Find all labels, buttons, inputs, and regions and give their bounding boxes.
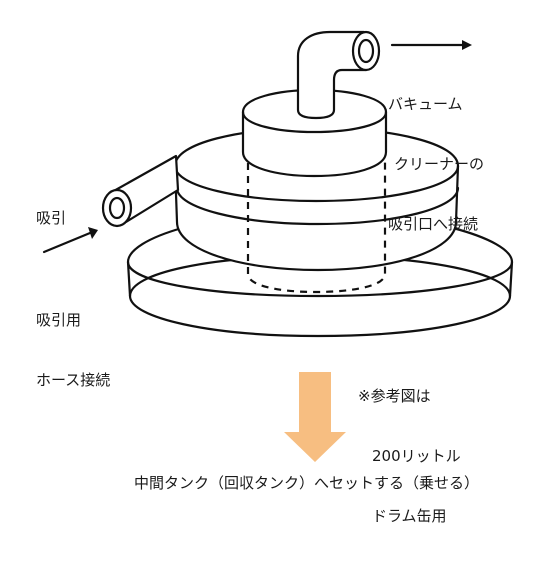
top-cylinder-rim <box>241 110 388 134</box>
reference-note-line-1: ※参考図は <box>358 387 431 405</box>
vacuum-pipe-inner <box>357 38 375 64</box>
suction-label: 吸引 <box>36 209 67 227</box>
reference-note-line-2: 200リットル <box>372 447 461 465</box>
vacuum-label-line-1: バキューム <box>388 95 463 113</box>
inner-tube-hidden <box>246 150 387 294</box>
hose-label-line-2: ホース接続 <box>36 371 111 389</box>
vacuum-label-line-3: 吸引口へ接続 <box>388 215 479 233</box>
lid-top-rim <box>173 164 460 203</box>
bottom-caption: 中間タンク（回収タンク）へセットする（乗せる） <box>134 474 480 492</box>
lid-band <box>175 186 460 226</box>
hose-label-line-1: 吸引用 <box>36 311 82 329</box>
vacuum-pipe-opening <box>351 30 381 72</box>
suction-pipe-inner <box>108 196 126 220</box>
suction-arrow-head <box>88 227 98 239</box>
reference-note: ※参考図は 200リットル ドラム缶用 <box>358 346 461 566</box>
suction-arrow-line <box>42 231 92 254</box>
vacuum-label: バキューム クリーナーの 吸引口へ接続 <box>388 54 484 274</box>
vacuum-arrow-head <box>462 40 472 50</box>
device-illustration <box>42 30 514 462</box>
big-down-arrow <box>284 372 346 462</box>
vacuum-label-line-2: クリーナーの <box>394 155 485 173</box>
hose-label: 吸引用 ホース接続 <box>36 270 110 430</box>
base-plate-top-rim <box>126 260 514 298</box>
vacuum-pipe <box>296 30 368 120</box>
diagram: バキューム クリーナーの 吸引口へ接続 吸引 吸引用 ホース接続 ※参考図は 2… <box>36 30 514 525</box>
suction-pipe-opening <box>101 188 133 228</box>
reference-note-line-3: ドラム缶用 <box>372 507 447 525</box>
